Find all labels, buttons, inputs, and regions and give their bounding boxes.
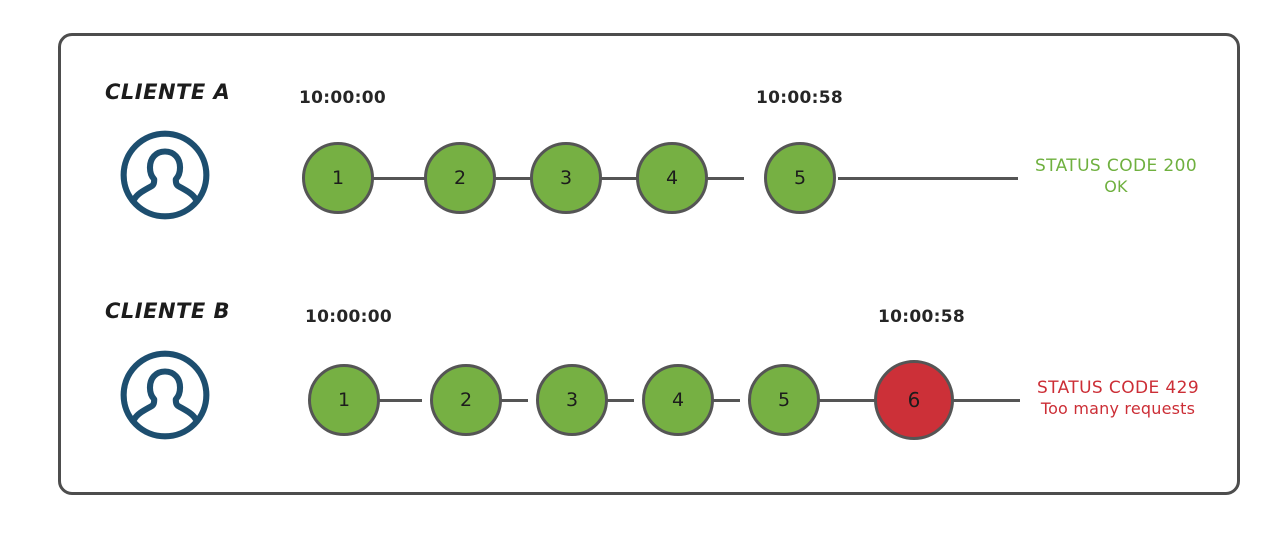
- user-avatar-icon: [118, 128, 212, 222]
- connector: [802, 399, 878, 402]
- connector: [478, 177, 532, 180]
- request-node-blocked[interactable]: 6: [874, 360, 954, 440]
- client-a-label: CLIENTE A: [105, 80, 231, 104]
- client-a-start-timestamp: 10:00:00: [299, 88, 386, 108]
- status-code-line: STATUS CODE 429: [1036, 378, 1200, 398]
- client-b-start-timestamp: 10:00:00: [305, 307, 392, 327]
- request-node[interactable]: 1: [308, 364, 380, 436]
- client-b-label: CLIENTE B: [105, 299, 231, 323]
- connector: [584, 177, 638, 180]
- request-node[interactable]: 5: [748, 364, 820, 436]
- user-avatar-icon: [118, 348, 212, 442]
- status-badge-client-a: STATUS CODE 200 OK: [1018, 156, 1214, 196]
- client-a-end-timestamp: 10:00:58: [756, 88, 843, 108]
- request-node[interactable]: 4: [642, 364, 714, 436]
- request-node[interactable]: 3: [530, 142, 602, 214]
- request-node[interactable]: 2: [424, 142, 496, 214]
- status-message-line: OK: [1104, 176, 1128, 196]
- connector: [690, 177, 744, 180]
- request-node[interactable]: 3: [536, 364, 608, 436]
- request-node[interactable]: 2: [430, 364, 502, 436]
- connector: [696, 399, 740, 402]
- status-message-line: Too many requests: [1040, 398, 1196, 418]
- response-tail: [952, 399, 1020, 402]
- request-node[interactable]: 1: [302, 142, 374, 214]
- client-b-end-timestamp: 10:00:58: [878, 307, 965, 327]
- connector: [372, 177, 426, 180]
- request-node[interactable]: 4: [636, 142, 708, 214]
- status-badge-client-b: STATUS CODE 429 Too many requests: [1016, 378, 1220, 418]
- connector: [590, 399, 634, 402]
- diagram-frame: [58, 33, 1240, 495]
- status-code-line: STATUS CODE 200: [1034, 156, 1198, 176]
- connector: [378, 399, 422, 402]
- connector: [484, 399, 528, 402]
- request-node[interactable]: 5: [764, 142, 836, 214]
- response-tail: [838, 177, 1018, 180]
